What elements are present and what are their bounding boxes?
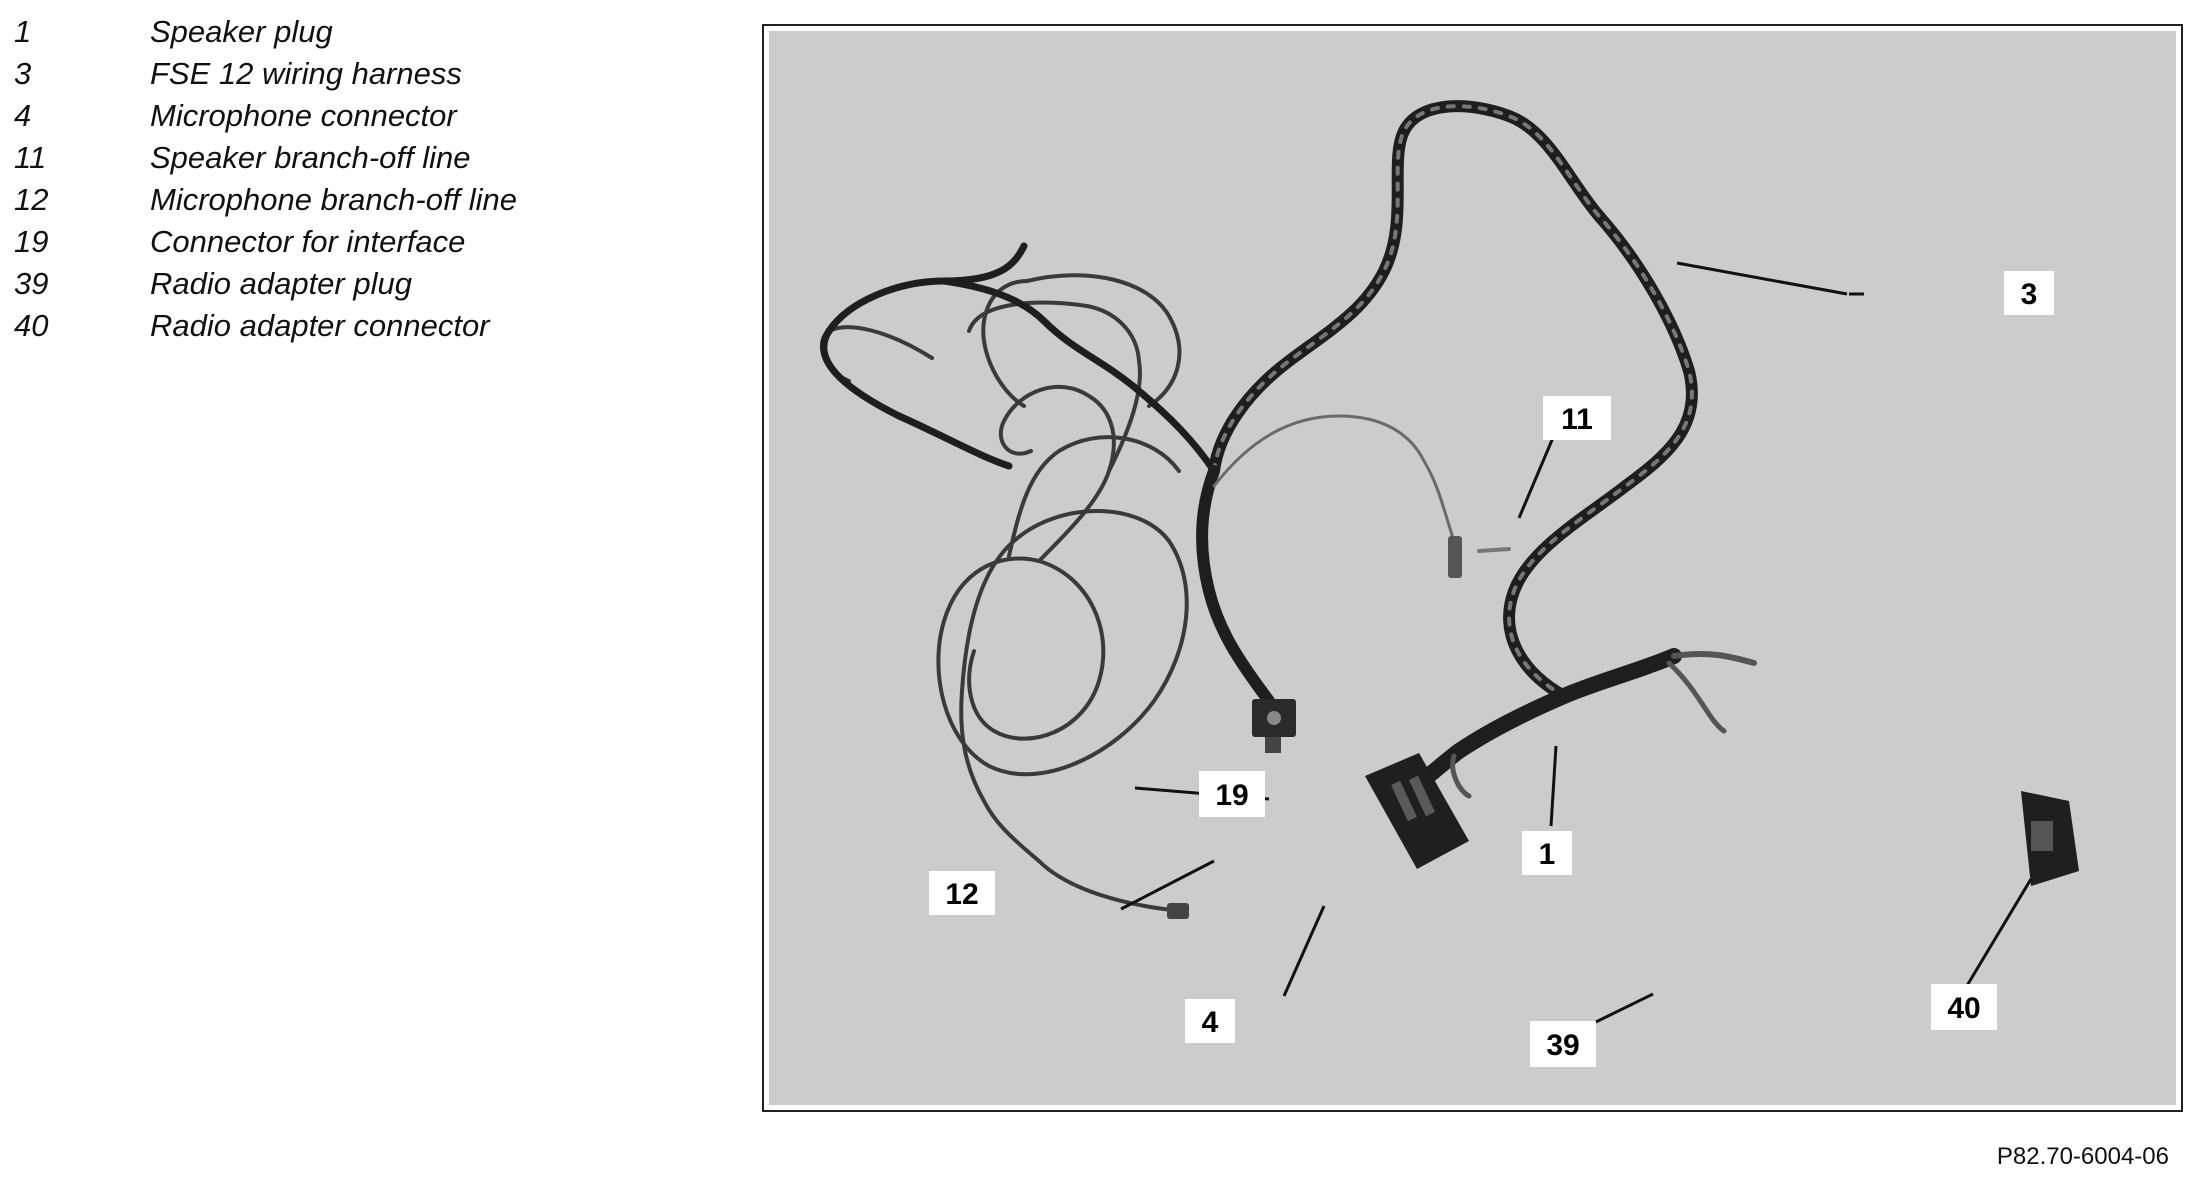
callout-12: 12 (929, 871, 995, 915)
callout-4: 4 (1185, 999, 1235, 1043)
callout-1: 1 (1522, 831, 1572, 875)
harness-photo: 3 11 19 1 12 4 (769, 31, 2176, 1105)
interface-branch (1196, 465, 1275, 707)
svg-text:12: 12 (945, 878, 978, 911)
callout-19: 19 (1199, 771, 1265, 817)
legend-text: Connector for interface (150, 224, 466, 259)
callout-3: 3 (2004, 271, 2054, 315)
harness-figure-frame: 3 11 19 1 12 4 (762, 24, 2183, 1112)
radio-adapter-connector-40 (2021, 791, 2079, 886)
legend-number: 40 (14, 308, 49, 343)
legend-text: Speaker plug (150, 14, 333, 49)
legend-text: Microphone connector (150, 98, 457, 133)
interface-cable (820, 242, 1218, 475)
speaker-plug-1 (1448, 536, 1462, 578)
speaker-cable (1212, 414, 1456, 543)
legend-number: 19 (14, 224, 49, 259)
legend-text: FSE 12 wiring harness (150, 56, 462, 91)
legend-text: Radio adapter connector (150, 308, 490, 343)
wiring-harness-3 (1208, 100, 1698, 702)
radio-adapter-plug-39 (1365, 753, 1469, 869)
callout-39: 39 (1530, 1021, 1596, 1067)
legend-text: Radio adapter plug (150, 266, 412, 301)
callout-leaders (1120, 261, 2033, 1043)
svg-text:3: 3 (2021, 278, 2038, 311)
radio-adapter-harness (1401, 547, 1757, 799)
svg-text:19: 19 (1215, 779, 1248, 812)
svg-text:11: 11 (1561, 403, 1593, 436)
legend-text: Speaker branch-off line (150, 140, 471, 175)
legend-number: 4 (14, 98, 32, 133)
callout-40: 40 (1931, 984, 1997, 1030)
harness-illustration: 3 11 19 1 12 4 (819, 100, 2079, 1067)
svg-text:40: 40 (1947, 992, 1980, 1025)
svg-text:39: 39 (1546, 1029, 1579, 1062)
legend-number: 3 (14, 56, 32, 91)
callout-11: 11 (1543, 396, 1611, 440)
legend-number: 39 (14, 266, 49, 301)
svg-text:1: 1 (1539, 838, 1556, 871)
microphone-cable (819, 273, 1189, 913)
svg-text:4: 4 (1202, 1006, 1219, 1039)
microphone-connector-4 (1167, 903, 1189, 919)
legend-number: 12 (14, 182, 49, 217)
legend-number: 11 (14, 140, 47, 175)
figure-reference-code: P82.70-6004-06 (1996, 1143, 2169, 1170)
legend-text: Microphone branch-off line (150, 182, 518, 217)
legend-number: 1 (14, 14, 32, 49)
interface-connector-19 (1252, 699, 1296, 753)
